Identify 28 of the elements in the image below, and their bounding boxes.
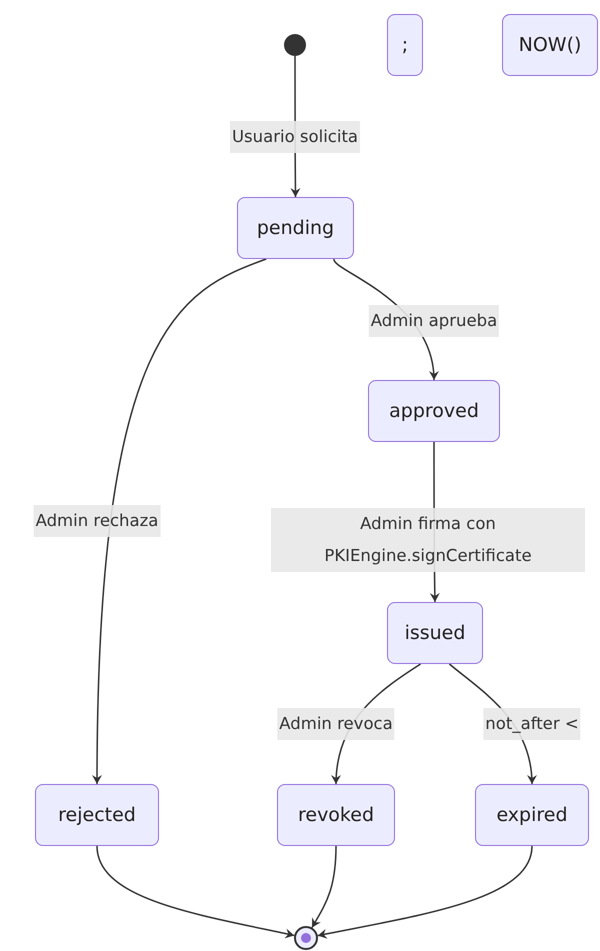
state-name: issued bbox=[404, 622, 466, 644]
start-state-circle bbox=[284, 34, 306, 56]
state-box bbox=[502, 14, 598, 76]
arrow bbox=[318, 846, 533, 939]
state-name: approved bbox=[389, 400, 479, 422]
end-state-circle bbox=[294, 926, 318, 950]
state-box bbox=[237, 197, 354, 259]
state-box bbox=[35, 784, 159, 846]
state-box bbox=[387, 602, 483, 664]
arrow bbox=[311, 846, 337, 928]
edge-label: Admin aprueba bbox=[368, 305, 500, 337]
edge-label: Usuario solicita bbox=[230, 121, 360, 153]
arrow bbox=[92, 258, 267, 784]
state-box bbox=[475, 784, 589, 846]
state-name: NOW() bbox=[518, 34, 582, 56]
state-name: rejected bbox=[58, 804, 136, 826]
state-name: ; bbox=[402, 34, 408, 56]
edge-label: Admin revoca bbox=[277, 708, 395, 740]
state-name: pending bbox=[256, 217, 334, 239]
state-box bbox=[368, 380, 500, 442]
edge-label: Admin firma con PKIEngine.signCertificate bbox=[271, 508, 585, 572]
state-name: expired bbox=[496, 804, 568, 826]
state-box bbox=[277, 784, 395, 846]
state-name: revoked bbox=[298, 804, 374, 826]
edge-label: not_after < bbox=[483, 708, 581, 740]
arrow bbox=[96, 846, 294, 938]
edge-label: Admin rechaza bbox=[34, 505, 160, 537]
state-box bbox=[387, 14, 423, 76]
